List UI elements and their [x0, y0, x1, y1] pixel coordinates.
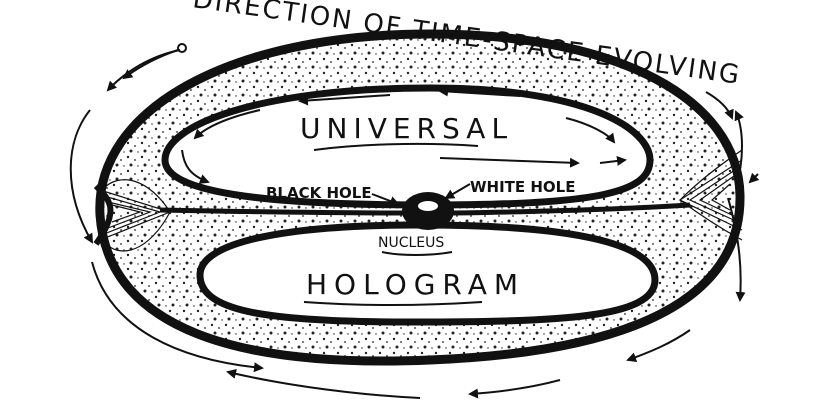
nucleus-label: NUCLEUS [378, 235, 444, 251]
white-hole-label: WHITE HOLE [470, 178, 576, 196]
callout-arrows [371, 183, 471, 206]
lower-lobe [196, 221, 659, 326]
upper-lobe-label: UNIVERSAL [300, 112, 513, 145]
nucleus-core [402, 192, 454, 230]
outer-flow-arrows [69, 49, 760, 399]
center-connector [159, 202, 691, 216]
outer-ring [95, 29, 745, 366]
inner-flow-arrows [181, 86, 627, 184]
label-underlines [303, 142, 483, 306]
black-hole-label: BLACK HOLE [266, 184, 372, 202]
lower-lobe-label: HOLOGRAM [306, 268, 525, 301]
title-leader [122, 43, 187, 80]
